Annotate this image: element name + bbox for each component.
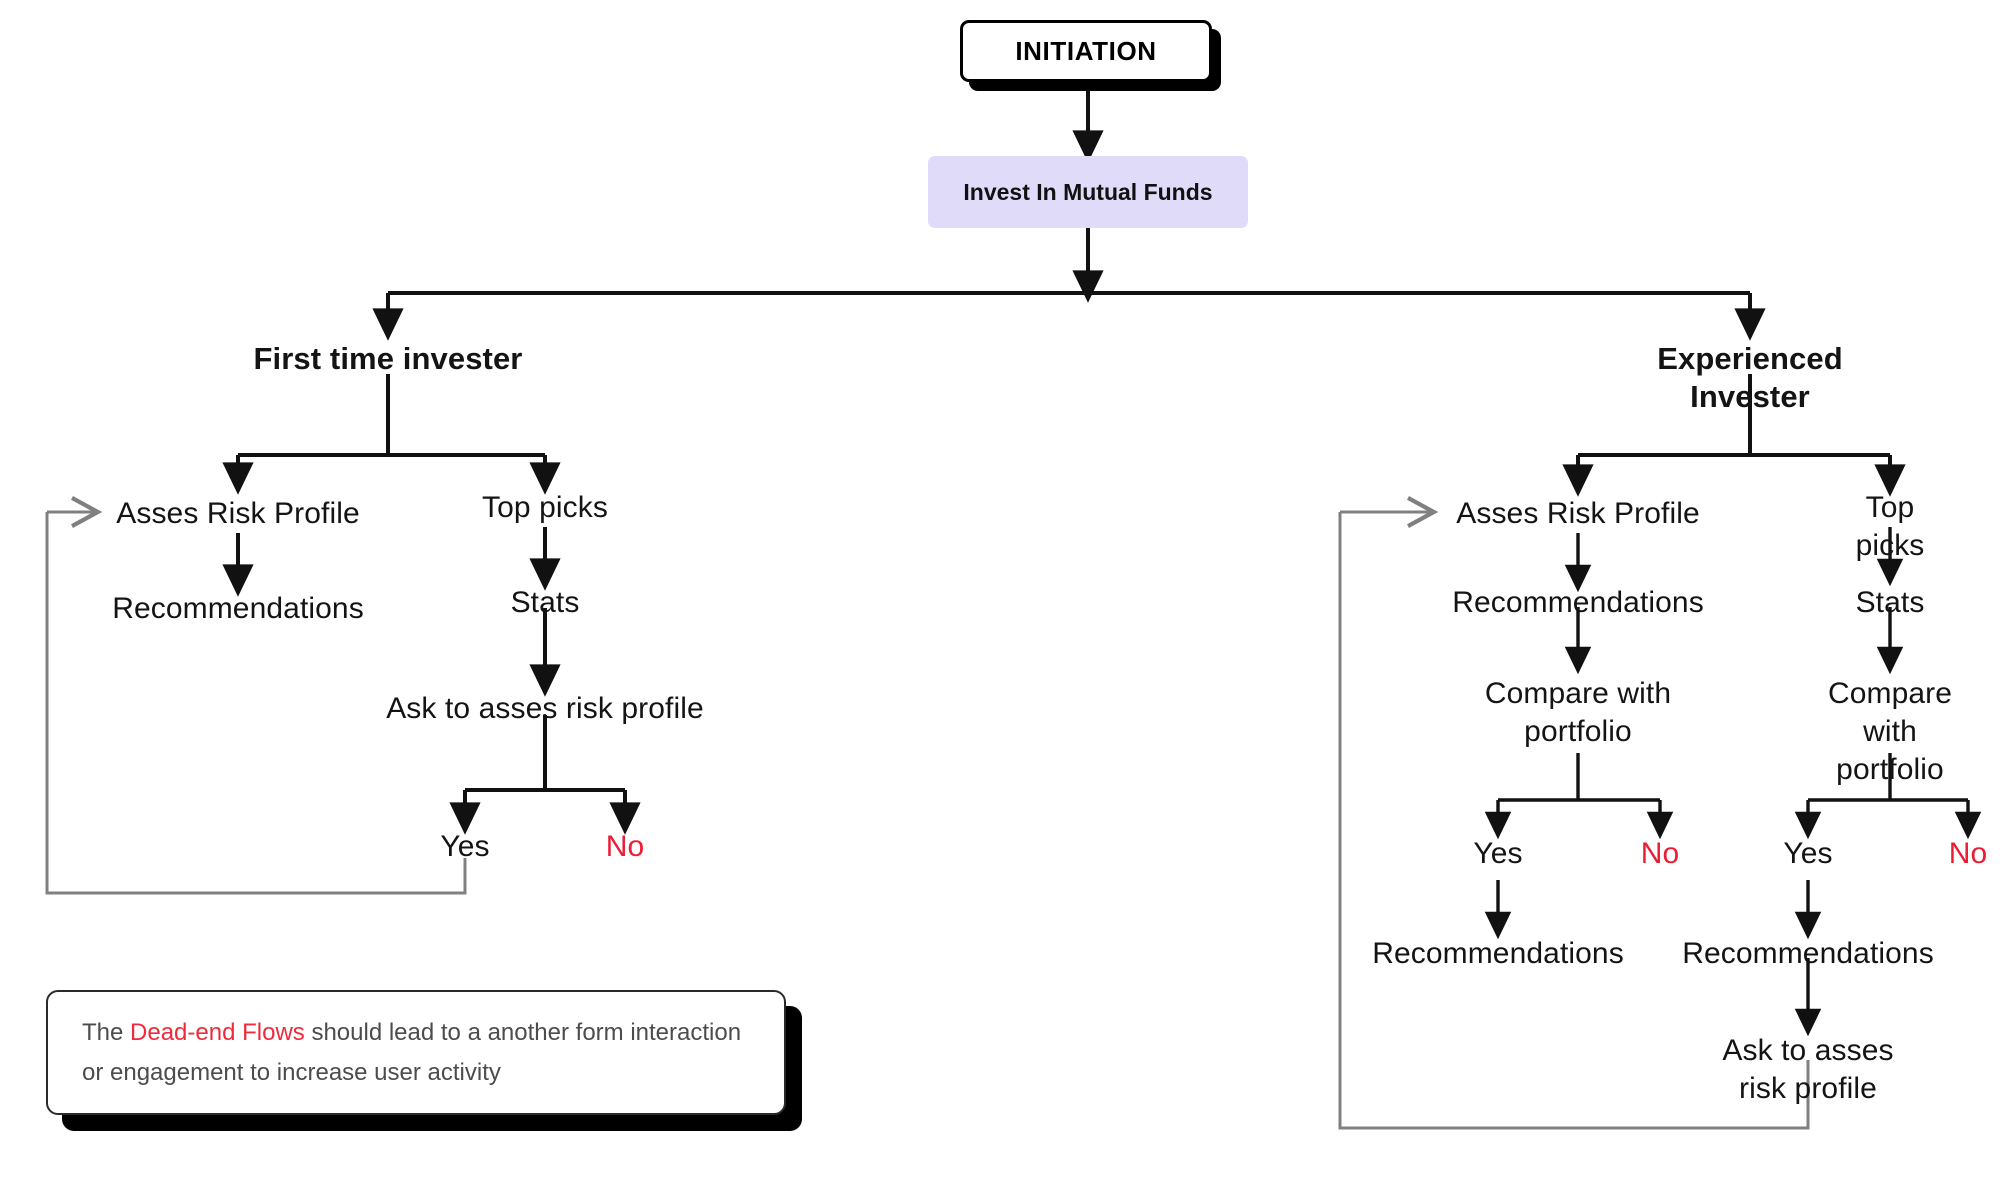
note-suffix: should lead to a another form interactio… (82, 1018, 742, 1086)
left-decision-yes[interactable]: Yes (440, 830, 490, 863)
right-col-b-stats[interactable]: Stats (1855, 586, 1925, 619)
right-col-a-decision-yes[interactable]: Yes (1473, 837, 1523, 870)
right-col-b-recommendations-final[interactable]: Recommendations (1682, 937, 1934, 970)
right-col-b-compare-with-portfolio[interactable]: Compare with portfolio (1827, 677, 1953, 786)
note-text: The Dead-end Flows should lead to a anot… (82, 1013, 750, 1093)
dead-end-flows-note: The Dead-end Flows should lead to a anot… (46, 990, 786, 1115)
right-col-a-recommendations-final[interactable]: Recommendations (1372, 937, 1624, 970)
left-branch-heading[interactable]: First time invester (253, 341, 523, 376)
right-col-b-top-picks[interactable]: Top picks (1855, 491, 1925, 562)
left-col-b-stats[interactable]: Stats (510, 586, 580, 619)
right-col-a-decision-no[interactable]: No (1640, 837, 1680, 870)
right-branch-heading[interactable]: Experienced Invester (1657, 341, 1843, 414)
note-prefix: The (82, 1018, 131, 1046)
left-col-b-ask-to-asses-risk-profile[interactable]: Ask to asses risk profile (386, 692, 704, 725)
left-decision-no[interactable]: No (605, 830, 645, 863)
left-col-b-top-picks[interactable]: Top picks (482, 491, 608, 524)
left-col-a-asses-risk-profile[interactable]: Asses Risk Profile (116, 497, 360, 530)
right-col-b-decision-yes[interactable]: Yes (1783, 837, 1833, 870)
initiation-node[interactable]: INITIATION (960, 20, 1212, 82)
note-highlight: Dead-end Flows (130, 1018, 305, 1046)
right-col-b-decision-no[interactable]: No (1948, 837, 1988, 870)
right-col-b-ask-to-asses-risk-profile[interactable]: Ask to asses risk profile (1722, 1034, 1894, 1105)
invest-in-mutual-funds-node[interactable]: Invest In Mutual Funds (928, 156, 1248, 228)
right-col-a-asses-risk-profile[interactable]: Asses Risk Profile (1456, 497, 1700, 530)
right-col-a-recommendations[interactable]: Recommendations (1452, 586, 1704, 619)
left-col-a-recommendations[interactable]: Recommendations (112, 592, 364, 625)
right-col-a-compare-with-portfolio[interactable]: Compare with portfolio (1484, 677, 1672, 748)
